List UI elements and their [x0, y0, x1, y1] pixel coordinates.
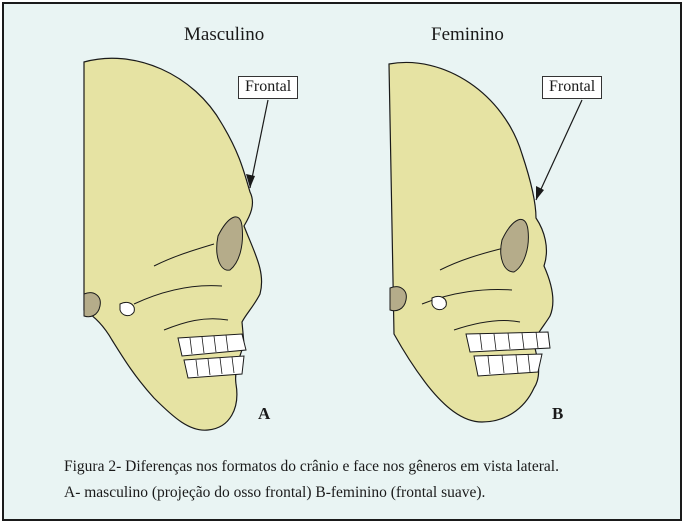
male-frontal-arrow: [246, 100, 268, 188]
male-lower-teeth: [184, 356, 244, 378]
female-frontal-arrow: [536, 100, 582, 200]
male-frontal-label: Frontal: [238, 76, 298, 99]
male-letter: A: [258, 404, 270, 424]
female-lower-teeth: [474, 354, 542, 376]
caption-line-1: Figura 2- Diferenças nos formatos do crâ…: [64, 454, 559, 480]
female-frontal-label: Frontal: [542, 76, 602, 99]
female-letter: B: [552, 404, 563, 424]
caption-line-2: A- masculino (projeção do osso frontal) …: [64, 480, 485, 506]
male-title: Masculino: [184, 24, 264, 46]
female-title: Feminino: [431, 24, 504, 46]
male-skull: [84, 58, 262, 430]
female-skull: [389, 62, 553, 422]
